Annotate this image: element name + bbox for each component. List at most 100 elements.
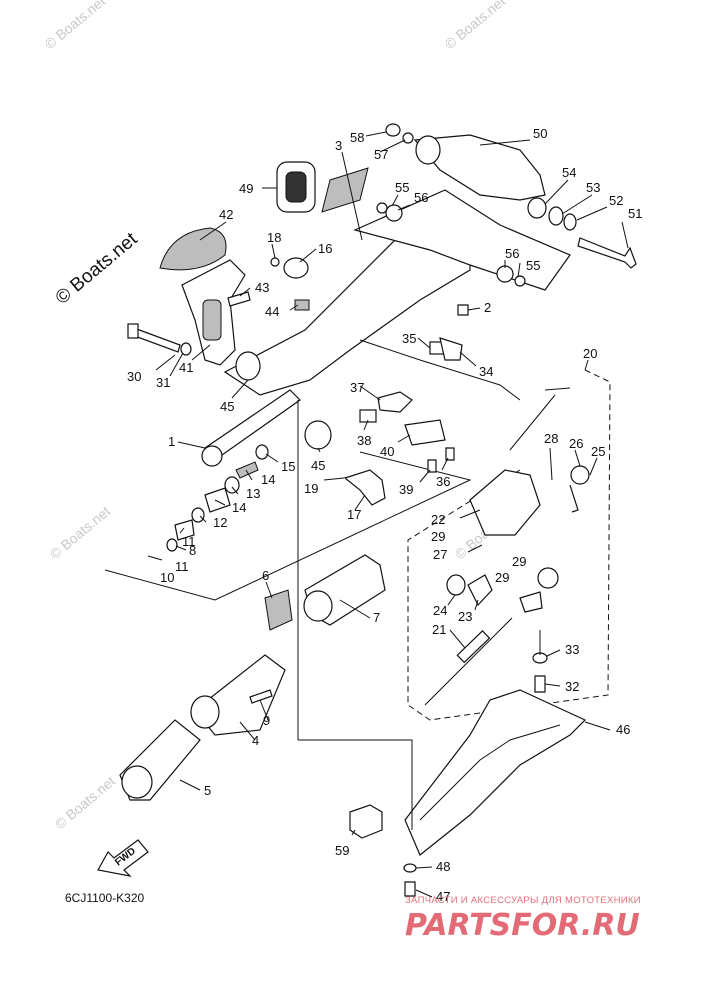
callout-17: 17	[347, 507, 361, 522]
throttle-housing-22	[469, 469, 541, 536]
callout-59: 59	[335, 843, 349, 858]
callout-9: 9	[263, 713, 270, 728]
gear-26	[570, 465, 590, 485]
screw-9	[249, 689, 273, 704]
callout-numbers: 1 2 3 4 5 6 7 8 9 10 11 11 12 13 14 14 1…	[127, 126, 642, 904]
lever-26	[569, 484, 579, 513]
callout-52: 52	[609, 193, 623, 208]
leader-bracket	[359, 339, 521, 401]
callout-54: 54	[562, 165, 576, 180]
callout-39: 39	[399, 482, 413, 497]
bushing-56-lower	[496, 265, 514, 283]
callout-19: 19	[304, 481, 318, 496]
callout-12: 12	[213, 515, 227, 530]
part-44	[294, 299, 310, 311]
callout-13: 13	[246, 486, 260, 501]
part-2	[457, 304, 469, 316]
callout-14-lower: 14	[232, 500, 246, 515]
part-8	[166, 538, 178, 552]
watermark-main: © Boats.net	[52, 228, 142, 309]
decal-3	[321, 167, 369, 213]
part-40	[404, 419, 446, 446]
callout-36: 36	[436, 474, 450, 489]
bushing-54	[527, 197, 547, 219]
bushing-56-upper	[385, 204, 403, 222]
callout-11-upper: 11	[182, 534, 196, 549]
cable-21	[424, 617, 513, 706]
brand-name: PARTSFOR.RU	[405, 908, 640, 943]
pin-10	[147, 555, 163, 561]
handle-knob-42	[159, 227, 227, 271]
part-23	[467, 574, 493, 607]
callout-23: 23	[458, 609, 472, 624]
part-37	[377, 391, 413, 413]
watermark-top-right: © Boats.net	[442, 0, 509, 52]
callout-15: 15	[281, 459, 295, 474]
callout-56-upper: 56	[414, 190, 428, 205]
bolt-30	[131, 327, 181, 353]
bolt-30-head	[127, 323, 139, 339]
callout-29-b: 29	[512, 554, 526, 569]
part-38	[359, 409, 377, 423]
callout-44: 44	[265, 304, 279, 319]
callout-50: 50	[533, 126, 547, 141]
shaft-1-end	[201, 445, 223, 467]
callout-29-c: 29	[495, 570, 509, 585]
callout-55-lower: 55	[526, 258, 540, 273]
bushing-45-left	[235, 351, 261, 381]
watermark-bottom-left: © Boats.net	[52, 773, 119, 832]
callout-29-a: 29	[431, 529, 445, 544]
faint-watermarks: © Boats.net © Boats.net © Boats.net © Bo…	[42, 0, 519, 832]
callout-55-upper: 55	[395, 180, 409, 195]
brand-watermark: ЗАПЧАСТИ И АКСЕССУАРЫ ДЛЯ МОТОТЕХНИКИ PA…	[405, 895, 641, 943]
bracket-plate	[353, 189, 571, 291]
callout-8: 8	[189, 543, 196, 558]
callout-1: 1	[168, 434, 175, 449]
callout-24: 24	[433, 603, 447, 618]
brand-tagline: ЗАПЧАСТИ И АКСЕССУАРЫ ДЛЯ МОТОТЕХНИКИ	[405, 895, 641, 906]
callout-27: 27	[433, 547, 447, 562]
callout-25: 25	[591, 444, 605, 459]
bolt-51	[577, 237, 637, 269]
washer-55-lower	[514, 275, 526, 287]
group-boundary-20	[407, 369, 611, 721]
rubber-cap-49-inner	[285, 171, 307, 203]
handle-41-grip	[202, 299, 222, 341]
callout-18: 18	[267, 230, 281, 245]
callout-48: 48	[436, 859, 450, 874]
part-34	[439, 337, 463, 361]
cable-20-top	[544, 387, 571, 391]
group-boundary-left	[104, 451, 472, 601]
parts-drawing	[104, 123, 637, 897]
screw-32	[534, 675, 546, 693]
washer-31	[180, 342, 192, 356]
screw-47	[404, 881, 416, 897]
callout-53: 53	[586, 180, 600, 195]
washer-48	[403, 863, 417, 873]
callout-34: 34	[479, 364, 493, 379]
callout-58: 58	[350, 130, 364, 145]
callout-42: 42	[219, 207, 233, 222]
callout-31: 31	[156, 375, 170, 390]
callout-7: 7	[373, 610, 380, 625]
callout-30: 30	[127, 369, 141, 384]
callout-40: 40	[380, 444, 394, 459]
callout-47: 47	[436, 889, 450, 904]
callout-6: 6	[262, 568, 269, 583]
grip-5-end	[121, 765, 153, 799]
watermark-top-left: © Boats.net	[42, 0, 109, 52]
callout-leaders	[155, 131, 629, 898]
washer-57	[402, 132, 414, 144]
callout-51: 51	[628, 206, 642, 221]
washer-24	[446, 574, 466, 596]
nut-58	[385, 123, 401, 137]
callout-32: 32	[565, 679, 579, 694]
callout-33: 33	[565, 642, 579, 657]
plate-6	[264, 589, 293, 631]
callout-22: 22	[431, 512, 445, 527]
mount-bushing	[415, 135, 441, 165]
leader-46-left	[298, 739, 413, 830]
bracket-right	[519, 591, 543, 613]
screw-43	[227, 291, 251, 307]
callout-11-lower: 11	[175, 559, 189, 574]
